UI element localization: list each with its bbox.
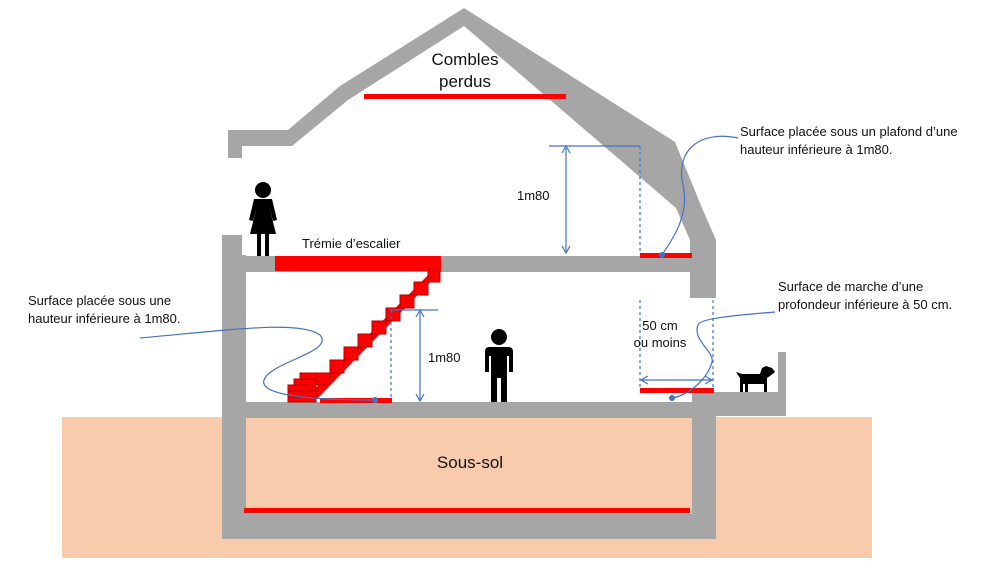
basement-surface [244,508,690,513]
stair-note-callout [139,326,376,401]
attic-label-line2: perdus [439,72,491,91]
stairwell-label: Trémie d’escalier [302,236,401,251]
right-upper-wall [676,208,716,298]
lower-height-label: 1m80 [428,350,461,365]
staircase [287,263,441,403]
stair-steps [287,269,441,403]
stair-note-line1: Surface placée sous une [28,293,171,308]
ceiling-note-dot [659,252,665,258]
stairwell-surface [275,256,441,271]
step-note-callout [671,311,776,399]
basement-floor [222,514,716,539]
step-note-dot [669,395,675,401]
step-note-line1: Surface de marche d’une [778,279,923,294]
step-depth-label-line2: ou moins [634,335,687,350]
excluded-surfaces [244,94,714,513]
basement-label: Sous-sol [437,453,503,472]
low-ceiling-surface [640,253,692,258]
ceiling-note-line1: Surface placée sous un plafond d’une [740,124,958,139]
step-surface [640,388,714,393]
ceiling-note-line2: hauteur inférieure à 1m80. [740,142,892,157]
step-note-line2: profondeur inférieure à 50 cm. [778,297,952,312]
woman-icon [249,182,277,256]
upper-height-label: 1m80 [517,188,550,203]
left-wall [222,255,246,539]
dog-icon [736,366,775,392]
stair-note-line2: hauteur inférieure à 1m80. [28,311,180,326]
stair-note-dot [372,397,378,403]
ground-floor-slab [222,402,716,418]
terrace [692,392,786,416]
dimension-lines [390,144,714,403]
terrace-post [778,352,786,416]
man-icon [485,329,513,402]
roof [228,8,702,208]
attic-label-line1: Combles [431,50,498,69]
left-parapet [222,235,242,255]
callout-lines [139,135,776,401]
attic-floor-surface [364,94,566,99]
under-stair-surface [320,398,392,403]
ceiling-note-callout [661,135,739,256]
step-depth-label-line1: 50 cm [642,318,677,333]
